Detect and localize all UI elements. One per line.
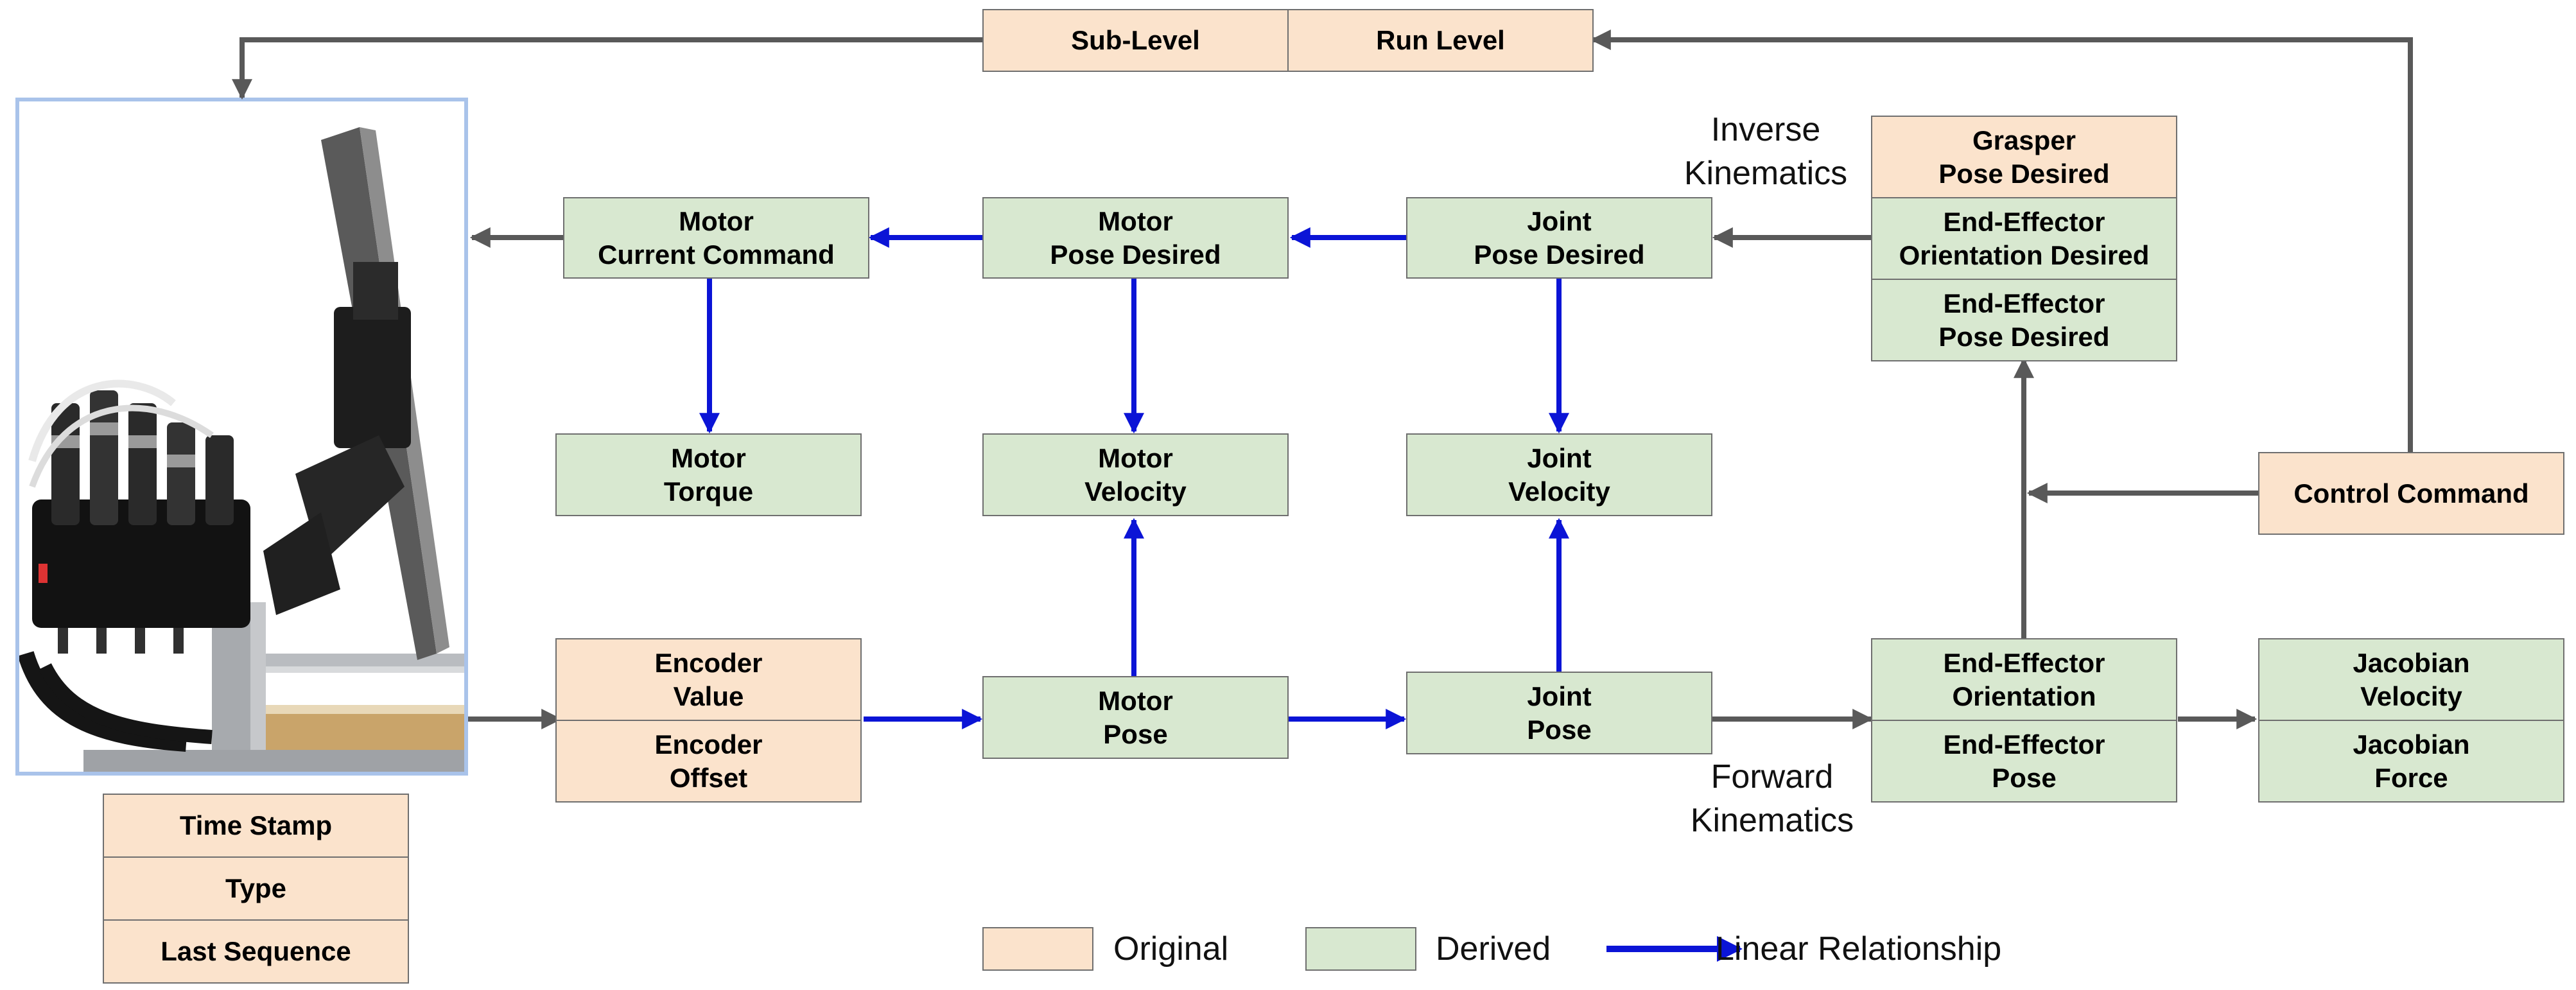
motor-pose-desired-box: Motor Pose Desired xyxy=(982,197,1289,279)
jacobian-force-label: Jacobian Force xyxy=(2353,729,2470,793)
motor-velocity-box: Motor Velocity xyxy=(982,433,1289,516)
legend-derived-swatch xyxy=(1305,927,1416,971)
motor-velocity-label: Motor Velocity xyxy=(1084,442,1187,507)
sub-level-label: Sub-Level xyxy=(1071,25,1200,55)
legend-original-swatch xyxy=(982,927,1093,971)
arrow-header-to-photo xyxy=(232,37,982,100)
control-command-box: Control Command xyxy=(2258,452,2564,535)
motor-pose-box: Motor Pose xyxy=(982,676,1289,759)
motor-current-command-label: Motor Current Command xyxy=(598,205,835,270)
ee-pose-label: End-Effector Pose xyxy=(1943,729,2105,793)
joint-pose-desired-box: Joint Pose Desired xyxy=(1406,197,1712,279)
joint-pose-box: Joint Pose xyxy=(1406,672,1712,754)
jacobian-force-box: Jacobian Force xyxy=(2258,720,2564,803)
jacobian-velocity-label: Jacobian Velocity xyxy=(2353,647,2470,711)
motor-torque-box: Motor Torque xyxy=(555,433,862,516)
legend-linear-relationship-label: Linear Relationship xyxy=(1716,930,2002,968)
encoder-value-label: Encoder Value xyxy=(654,647,763,711)
run-level-label: Run Level xyxy=(1376,25,1505,55)
encoder-value-box: Encoder Value xyxy=(555,638,862,721)
time-stamp-box: Time Stamp xyxy=(103,794,409,858)
time-stamp-label: Time Stamp xyxy=(179,810,333,840)
motor-torque-label: Motor Torque xyxy=(663,442,754,507)
motor-current-command-box: Motor Current Command xyxy=(563,197,869,279)
type-box: Type xyxy=(103,856,409,921)
surgical-robot-arm-illustration xyxy=(19,127,464,772)
encoder-offset-box: Encoder Offset xyxy=(555,720,862,803)
robot-photo xyxy=(15,98,468,776)
joint-velocity-box: Joint Velocity xyxy=(1406,433,1712,516)
joint-pose-desired-label: Joint Pose Desired xyxy=(1474,205,1645,270)
ee-orientation-box: End-Effector Orientation xyxy=(1871,638,2177,721)
encoder-offset-label: Encoder Offset xyxy=(654,729,763,793)
inverse-kinematics-label: Inverse Kinematics xyxy=(1684,111,1848,192)
sub-level-box: Sub-Level xyxy=(982,9,1289,72)
ee-pose-desired-label: End-Effector Pose Desired xyxy=(1938,288,2110,352)
ee-orientation-label: End-Effector Orientation xyxy=(1943,647,2105,711)
last-sequence-label: Last Sequence xyxy=(161,936,351,966)
joint-velocity-label: Joint Velocity xyxy=(1508,442,1610,507)
motor-pose-desired-label: Motor Pose Desired xyxy=(1050,205,1221,270)
control-command-label: Control Command xyxy=(2293,478,2529,508)
jacobian-velocity-box: Jacobian Velocity xyxy=(2258,638,2564,721)
run-level-box: Run Level xyxy=(1287,9,1594,72)
ee-orientation-desired-box: End-Effector Orientation Desired xyxy=(1871,197,2177,280)
arrow-control-to-header xyxy=(1590,30,2413,452)
ee-pose-box: End-Effector Pose xyxy=(1871,720,2177,803)
legend-original-label: Original xyxy=(1113,930,1229,968)
grasper-pose-desired-label: Grasper Pose Desired xyxy=(1938,125,2110,189)
ee-pose-desired-box: End-Effector Pose Desired xyxy=(1871,279,2177,361)
legend-derived-label: Derived xyxy=(1436,930,1551,968)
motor-pose-label: Motor Pose xyxy=(1098,685,1173,749)
forward-kinematics-label: Forward Kinematics xyxy=(1690,758,1854,839)
type-label: Type xyxy=(225,873,286,903)
ee-orientation-desired-label: End-Effector Orientation Desired xyxy=(1899,206,2150,270)
last-sequence-box: Last Sequence xyxy=(103,919,409,984)
joint-pose-label: Joint Pose xyxy=(1527,681,1592,745)
grasper-pose-desired-box: Grasper Pose Desired xyxy=(1871,116,2177,198)
